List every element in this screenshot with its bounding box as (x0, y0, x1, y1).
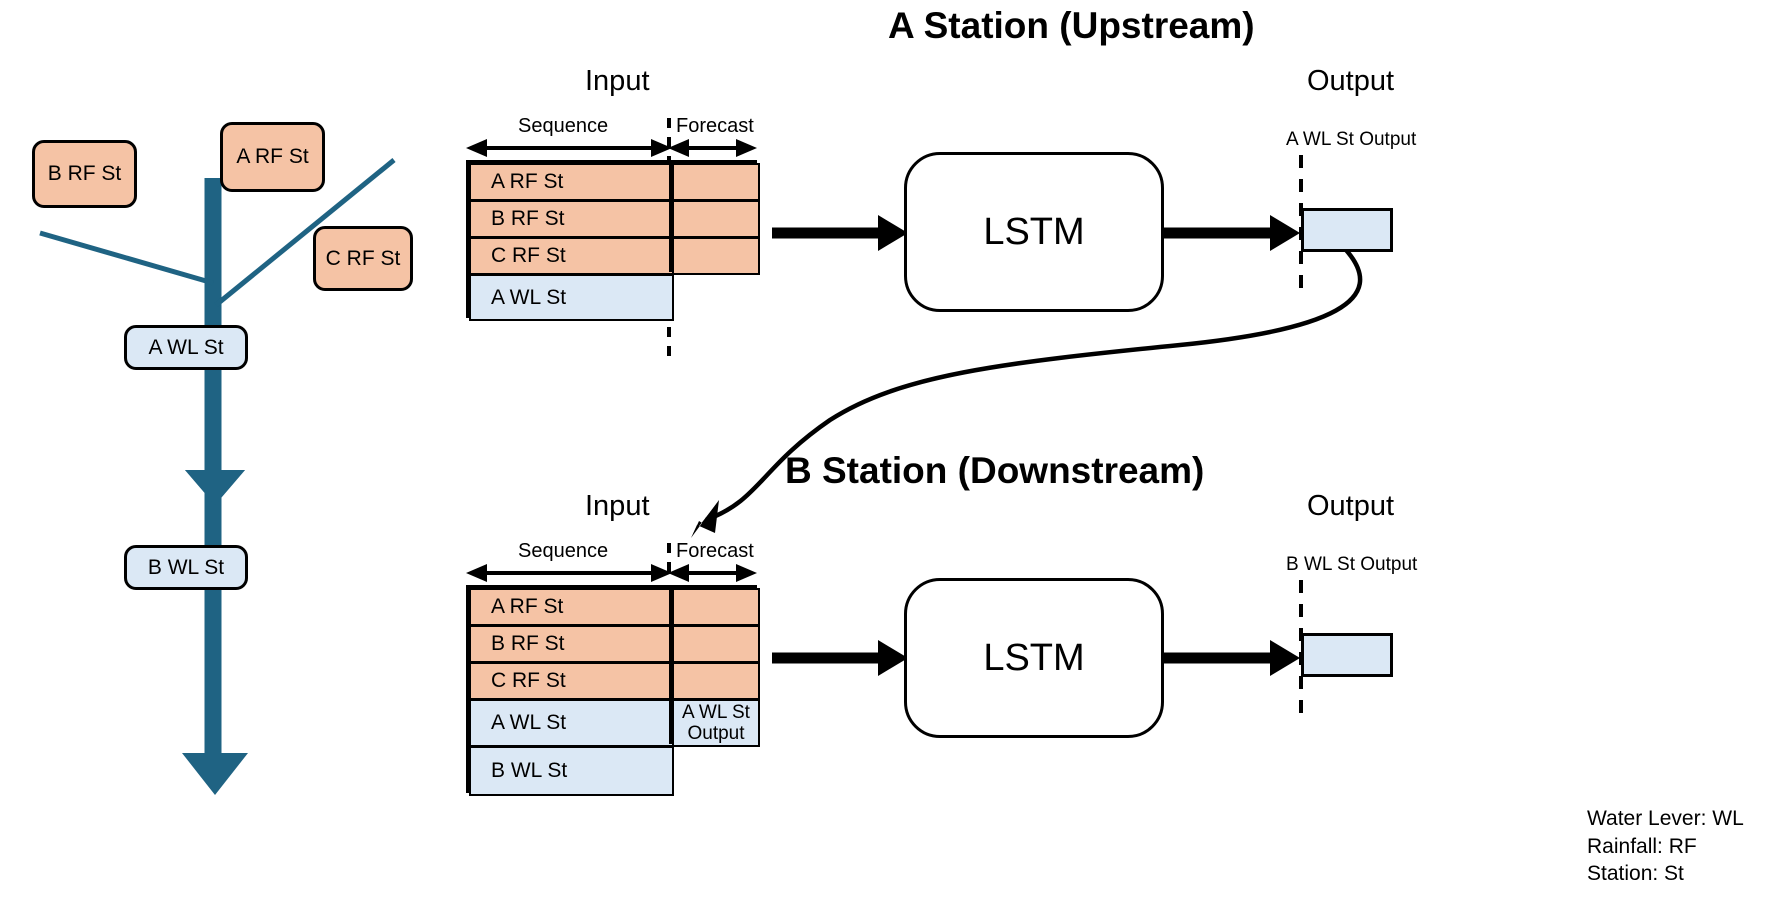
output-title-downstream: Output (1307, 490, 1395, 522)
station-label: A RF St (236, 145, 309, 169)
forecast-cell[interactable] (672, 163, 760, 201)
lstm-label: LSTM (983, 210, 1085, 253)
station-c-rf-st[interactable]: C RF St (313, 226, 413, 291)
span-sequence-upstream (466, 139, 672, 157)
span-sequence-downstream (466, 564, 672, 582)
input-table-upstream-forecast (669, 160, 760, 275)
arrow-lstm-to-output-upstream (1162, 215, 1300, 251)
forecast-cell[interactable] (672, 662, 760, 700)
station-a-wl-st[interactable]: A WL St (124, 325, 248, 370)
output-label-downstream: B WL St Output (1286, 554, 1418, 575)
section-title-b-station: B Station (Downstream) (785, 450, 1205, 491)
forecast-cell[interactable] (672, 237, 760, 275)
row-label: C RF St (491, 244, 566, 267)
lstm-model-downstream[interactable]: LSTM (904, 578, 1164, 738)
legend-line-water-level: Water Lever: WL (1587, 807, 1744, 830)
row-label: B RF St (491, 207, 565, 230)
row-label: C RF St (491, 669, 566, 692)
forecast-cell[interactable] (672, 625, 760, 663)
river-flow-arrow-1 (185, 470, 245, 505)
tributary-left (39, 230, 214, 286)
table-row[interactable]: B WL St (469, 746, 674, 796)
output-bar-upstream[interactable] (1301, 208, 1393, 252)
input-title-downstream: Input (585, 490, 650, 522)
output-bar-downstream[interactable] (1301, 633, 1393, 677)
legend: Water Lever: WL Rainfall: RF Station: St (1587, 805, 1744, 888)
station-label: C RF St (325, 246, 401, 270)
station-label: B RF St (47, 162, 122, 186)
span-forecast-upstream (668, 139, 757, 157)
input-table-downstream-sequence: A RF St B RF St C RF St A WL St B WL St (466, 585, 674, 796)
row-label: B WL St (491, 759, 568, 782)
table-row[interactable]: B RF St (469, 200, 674, 238)
sequence-label-downstream: Sequence (518, 540, 609, 562)
station-label: B WL St (147, 555, 225, 579)
arrow-input-to-lstm-downstream (772, 640, 908, 676)
lstm-model-upstream[interactable]: LSTM (904, 152, 1164, 312)
input-table-upstream-sequence: A RF St B RF St C RF St A WL St (466, 160, 674, 321)
station-b-wl-st[interactable]: B WL St (124, 545, 248, 590)
row-label: B RF St (491, 632, 565, 655)
forecast-label-upstream: Forecast (676, 115, 754, 137)
table-row[interactable]: B RF St (469, 625, 674, 663)
station-label: A WL St (148, 335, 224, 359)
table-row[interactable]: C RF St (469, 662, 674, 700)
row-label: A WL St (491, 711, 567, 734)
lstm-label: LSTM (983, 636, 1085, 679)
table-row[interactable]: A RF St (469, 163, 674, 201)
station-b-rf-st[interactable]: B RF St (32, 140, 137, 208)
sequence-label-upstream: Sequence (518, 115, 609, 137)
table-row[interactable]: A WL St (469, 699, 674, 747)
arrow-input-to-lstm-upstream (772, 215, 908, 251)
span-forecast-downstream (668, 564, 757, 582)
river-flow-arrow-1b (185, 470, 245, 505)
legend-line-rainfall: Rainfall: RF (1587, 834, 1697, 858)
forecast-label: A WL St Output (682, 701, 750, 744)
table-row[interactable]: A RF St (469, 588, 674, 626)
input-table-downstream-forecast: A WL St Output (669, 585, 760, 747)
output-title-upstream: Output (1307, 65, 1395, 97)
table-row[interactable]: A WL St (469, 274, 674, 321)
section-title-a-station: A Station (Upstream) (888, 5, 1255, 46)
row-label: A RF St (491, 170, 564, 193)
forecast-label-downstream: Forecast (676, 540, 754, 562)
table-row[interactable]: C RF St (469, 237, 674, 275)
station-a-rf-st[interactable]: A RF St (220, 122, 325, 192)
arrow-lstm-to-output-downstream (1162, 640, 1300, 676)
row-label: A RF St (491, 595, 564, 618)
forecast-cell-a-wl-output[interactable]: A WL St Output (672, 699, 760, 747)
row-label: A WL St (491, 285, 567, 309)
river-flow-arrow-2 (182, 753, 248, 795)
input-title-upstream: Input (585, 65, 650, 97)
forecast-cell[interactable] (672, 200, 760, 238)
forecast-cell[interactable] (672, 588, 760, 626)
legend-line-station: Station: St (1587, 862, 1684, 886)
output-label-upstream: A WL St Output (1286, 129, 1417, 150)
